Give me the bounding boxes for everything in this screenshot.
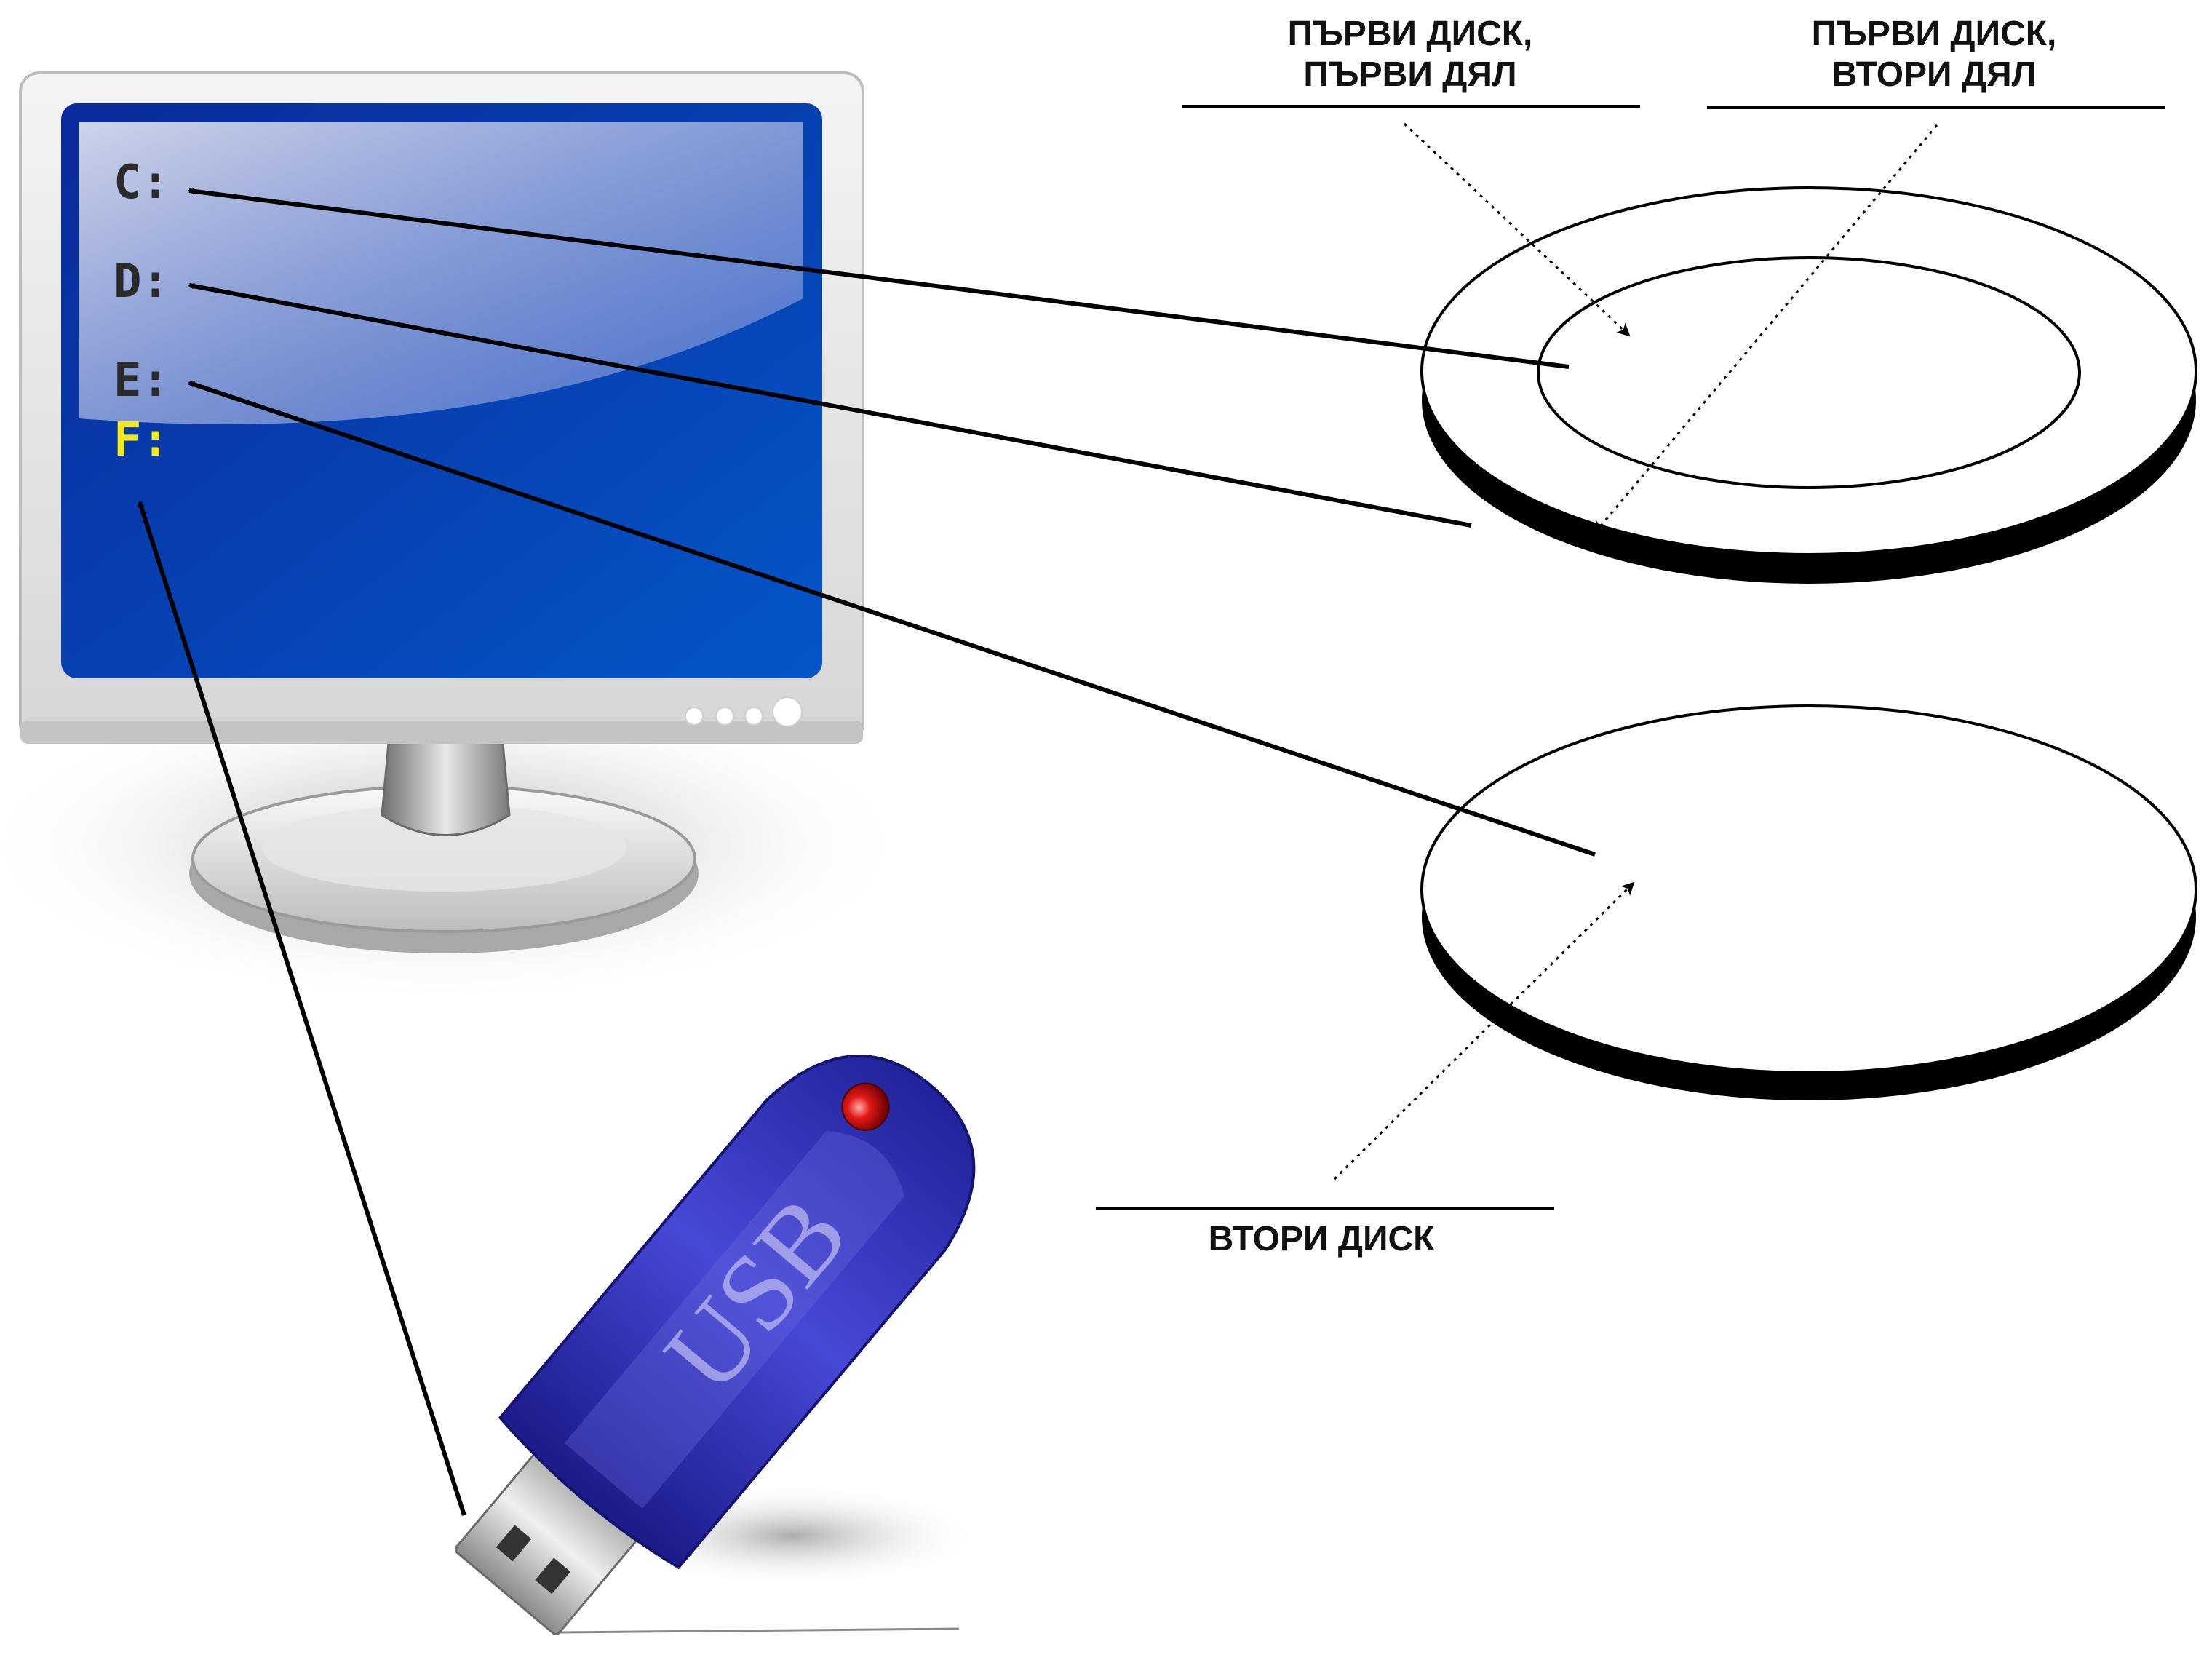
caption-disk1-part1-line1: ПЪРВИ ДИСК, bbox=[1288, 15, 1533, 53]
disk-1-partition-1 bbox=[1537, 256, 2081, 489]
caption-disk1-part1-line2: ПЪРВИ ДЯЛ bbox=[1303, 55, 1516, 94]
pointer-disk1-part1 bbox=[1403, 122, 1631, 337]
caption-disk2-text: ВТОРИ ДИСК bbox=[1209, 1220, 1436, 1258]
drive-c-label: C: bbox=[114, 156, 170, 210]
monitor-button-icon bbox=[715, 707, 734, 726]
drive-e-label: E: bbox=[114, 354, 170, 408]
caption-pointers bbox=[1333, 122, 1938, 1180]
drive-f-label: F: bbox=[114, 413, 170, 467]
usb-flash-drive-icon: USB bbox=[454, 1055, 982, 1635]
drive-d-label: D: bbox=[114, 255, 170, 309]
mapping-arrows bbox=[138, 188, 1596, 1516]
monitor-button-icon bbox=[744, 707, 763, 726]
caption-disk1-part2: ПЪРВИ ДИСК, ВТОРИ ДЯЛ bbox=[1707, 15, 2165, 109]
caption-disk1-part2-line2: ВТОРИ ДЯЛ bbox=[1832, 55, 2037, 94]
caption-disk1-part2-line1: ПЪРВИ ДИСК, bbox=[1812, 15, 2057, 53]
drive-list: C: D: E: F: bbox=[114, 156, 170, 467]
usb-led-icon bbox=[841, 1082, 890, 1131]
pointer-disk1-part2 bbox=[1593, 124, 1938, 535]
arrow-d-to-disk1-part2 bbox=[188, 282, 1472, 528]
disk-1 bbox=[1420, 186, 2197, 584]
caption-disk2: ВТОРИ ДИСК bbox=[1096, 1207, 1554, 1258]
arrow-e-to-disk2 bbox=[188, 381, 1596, 857]
pointer-disk2 bbox=[1333, 881, 1635, 1180]
arrow-c-to-disk1-part1 bbox=[188, 188, 1570, 369]
arrow-f-to-usb bbox=[138, 501, 466, 1516]
caption-disk1-part1: ПЪРВИ ДИСК, ПЪРВИ ДЯЛ bbox=[1182, 15, 1640, 108]
monitor-button-icon bbox=[685, 707, 704, 726]
monitor-icon bbox=[0, 71, 917, 1004]
disk-2-platter bbox=[1420, 704, 2197, 1074]
power-button-icon bbox=[772, 696, 803, 727]
disk-2 bbox=[1420, 704, 2197, 1100]
